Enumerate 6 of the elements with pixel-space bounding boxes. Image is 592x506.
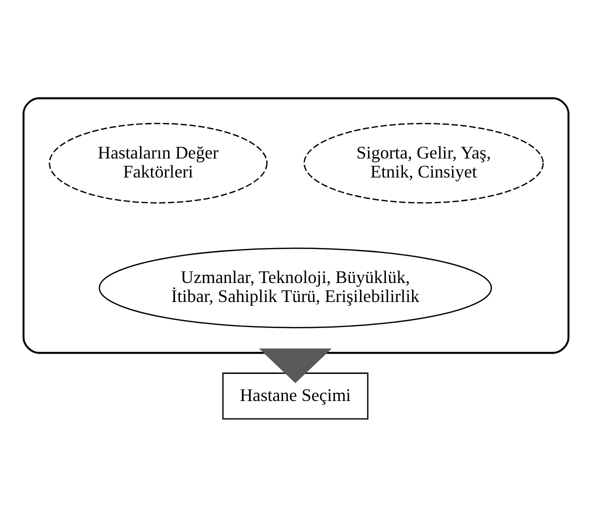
- node-ellipse: Sigorta, Gelir, Yaş, Etnik, Cinsiyet: [304, 122, 544, 203]
- arrow: [258, 348, 332, 383]
- node-box: Hastane Seçimi: [222, 372, 368, 420]
- node-ellipse: Uzmanlar, Teknoloji, Büyüklük, İtibar, Sahiplik Türü, Erişilebilirlik: [98, 247, 492, 328]
- node-ellipse: Hastaların Değer Faktörleri: [48, 122, 268, 203]
- cluster: [22, 96, 570, 354]
